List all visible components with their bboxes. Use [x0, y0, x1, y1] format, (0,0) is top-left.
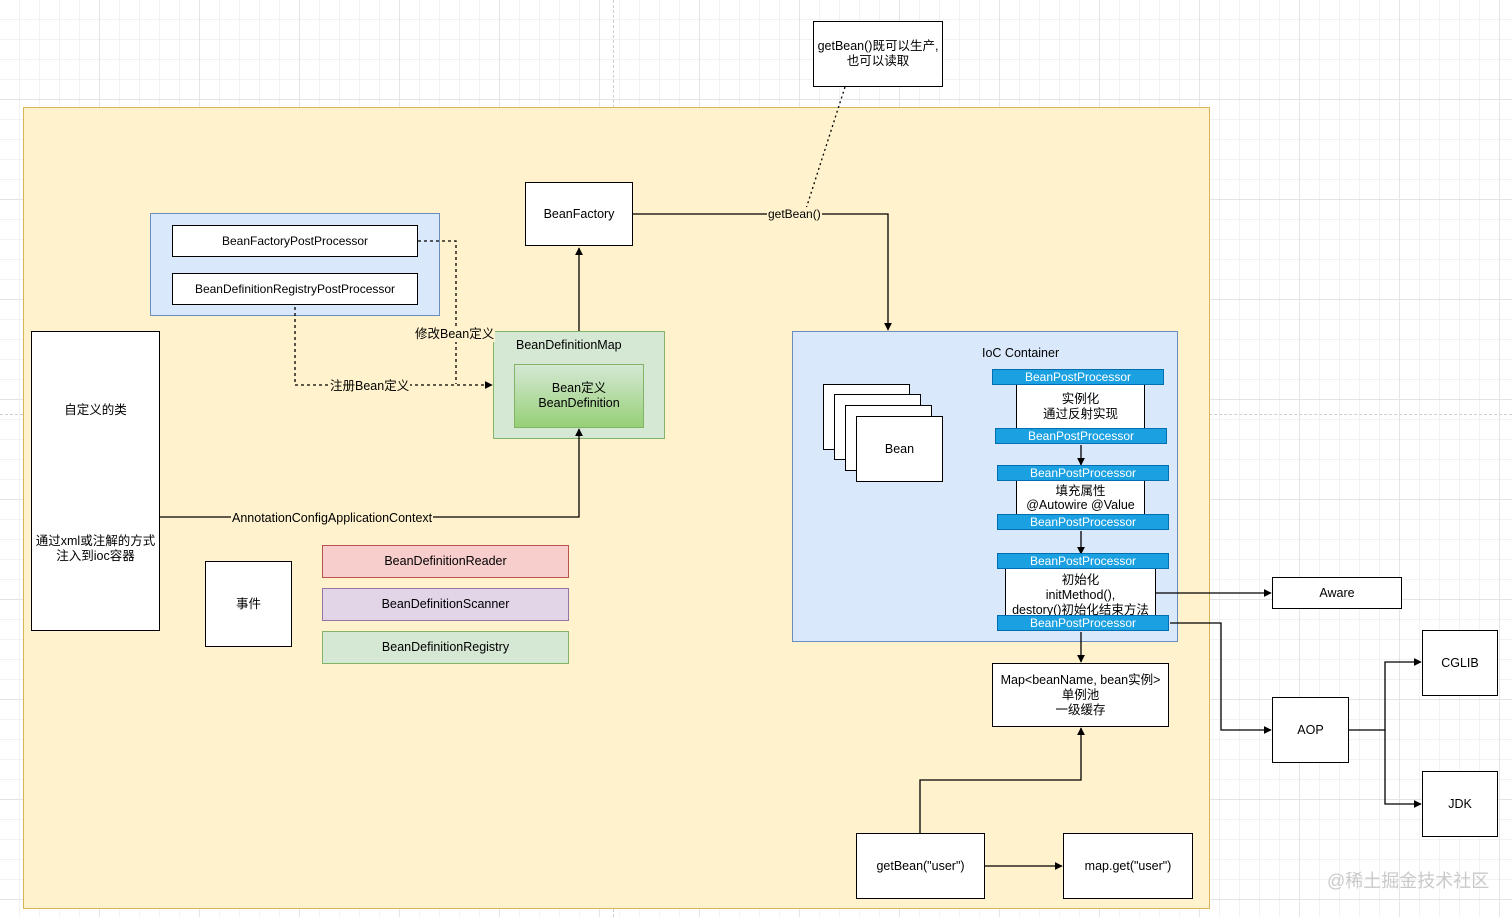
bean-definition-registry: BeanDefinitionRegistry [322, 631, 569, 664]
populate-step: 填充属性 @Autowire @Value [1016, 480, 1145, 516]
bpp-before-initialize: BeanPostProcessor [997, 553, 1169, 569]
aware-box: Aware [1272, 577, 1402, 609]
note-link [804, 86, 846, 213]
edge-modify-def [418, 240, 457, 384]
edge-aop [1170, 622, 1272, 734]
get-bean-user-box: getBean("user") [856, 833, 985, 899]
edge-cglib [1348, 658, 1422, 731]
edge-context [160, 428, 583, 518]
aop-box: AOP [1272, 697, 1349, 763]
singleton-pool: Map<beanName, bean实例> 单例池 一级缓存 [992, 663, 1169, 727]
bpp-before-instantiate: BeanPostProcessor [992, 369, 1164, 385]
event-box: 事件 [205, 561, 292, 647]
instantiate-step: 实例化 通过反射实现 [1016, 384, 1145, 430]
getbean-label: getBean() [767, 207, 822, 222]
edge-getbean [633, 213, 892, 331]
custom-class-title: 自定义的类 [64, 403, 127, 417]
bpp-before-populate: BeanPostProcessor [997, 465, 1169, 481]
watermark: @稀土掘金技术社区 [1327, 871, 1490, 891]
custom-class-desc: 通过xml或注解的方式 注入到ioc容器 [35, 534, 156, 563]
bean-factory-box: BeanFactory [525, 182, 633, 246]
bpp-after-initialize: BeanPostProcessor [997, 615, 1169, 631]
modify-def-label: 修改Bean定义 [414, 327, 496, 342]
bean-factory-post-processor: BeanFactoryPostProcessor [172, 225, 418, 257]
cglib-box: CGLIB [1422, 630, 1498, 696]
ioc-container-title: IoC Container [982, 346, 1060, 360]
edge-getbean-user [919, 727, 1085, 833]
context-label: AnnotationConfigApplicationContext [231, 511, 434, 526]
bean-definition-registry-post-processor: BeanDefinitionRegistryPostProcessor [172, 273, 418, 305]
map-get-user-box: map.get("user") [1063, 833, 1193, 899]
bpp-after-populate: BeanPostProcessor [997, 514, 1169, 530]
bean-definition-reader: BeanDefinitionReader [322, 545, 569, 578]
getbean-note: getBean()既可以生产, 也可以读取 [813, 21, 943, 87]
initialize-step: 初始化 initMethod(), destory()初始化结束方法 [1005, 568, 1156, 618]
edge-jdk [1384, 730, 1422, 808]
jdk-box: JDK [1422, 771, 1498, 837]
register-def-label: 注册Bean定义 [329, 379, 411, 394]
bean-definition-map-title: BeanDefinitionMap [516, 338, 622, 352]
bpp-after-instantiate: BeanPostProcessor [995, 428, 1167, 444]
bean-definition-scanner: BeanDefinitionScanner [322, 588, 569, 621]
bean-definition-box: Bean定义 BeanDefinition [514, 364, 644, 428]
custom-class-box: 自定义的类 通过xml或注解的方式 注入到ioc容器 [31, 331, 160, 631]
bean-box: Bean [856, 416, 943, 482]
edge-register-def [294, 307, 493, 389]
